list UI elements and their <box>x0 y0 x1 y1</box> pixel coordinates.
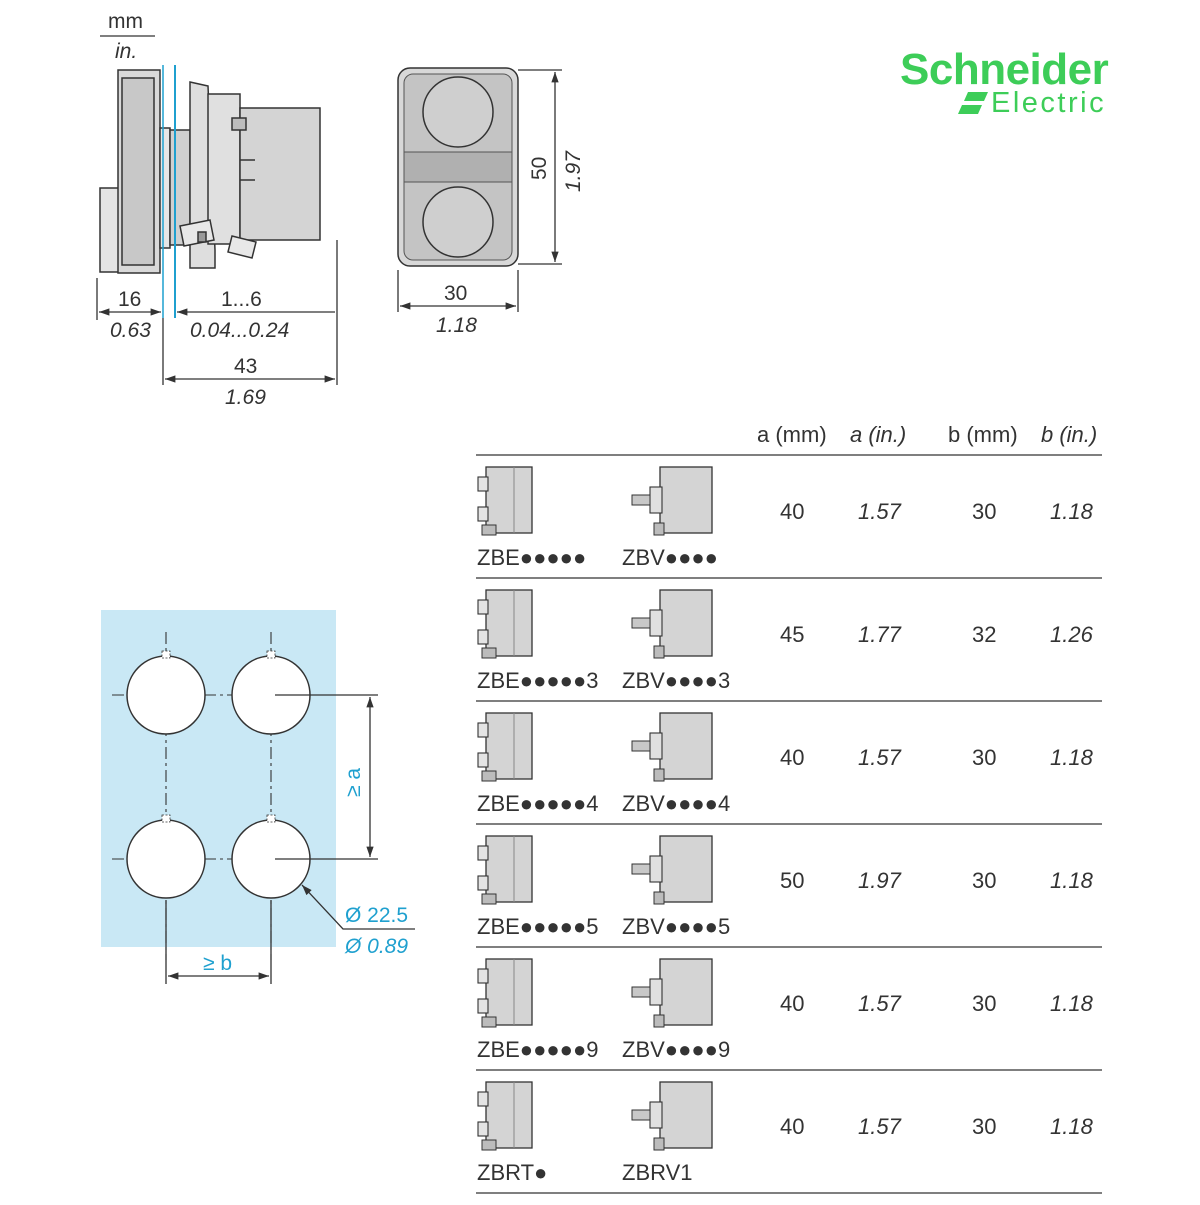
logo-schneider: Schneider <box>900 45 1109 94</box>
contact-block-image <box>477 466 533 536</box>
reference-left: ZBRT● <box>477 1160 547 1185</box>
cell-a-mm: 40 <box>780 745 804 770</box>
header-a-mm: a (mm) <box>757 422 827 447</box>
cell-b-mm: 30 <box>972 991 996 1016</box>
cell-b-mm: 32 <box>972 622 996 647</box>
reference-right: ZBRV1 <box>622 1160 693 1185</box>
cell-b-mm: 30 <box>972 1114 996 1139</box>
table-row: ZBRT● ZBRV1 40 1.57 30 1.18 <box>477 1081 1094 1185</box>
side-view-drawing <box>99 65 321 318</box>
reference-right: ZBV●●●●9 <box>622 1037 730 1062</box>
units-legend: mm in. <box>100 10 155 63</box>
cell-b-in: 1.18 <box>1050 991 1094 1016</box>
cell-b-mm: 30 <box>972 745 996 770</box>
unit-in: in. <box>115 40 137 63</box>
contact-block-image <box>631 958 713 1028</box>
dim-panel-mm: 1...6 <box>221 288 262 311</box>
contact-block-image <box>631 466 713 536</box>
contact-block-image <box>631 712 713 782</box>
reference-left: ZBE●●●●● <box>477 545 586 570</box>
reference-right: ZBV●●●● <box>622 545 718 570</box>
panel-cutout-dimensions <box>165 694 415 984</box>
dim-panel-in: 0.04...0.24 <box>190 319 289 342</box>
dim-front-mm: 16 <box>118 288 141 311</box>
cell-b-mm: 30 <box>972 499 996 524</box>
table-row: ZBE●●●●●3 ZBV●●●●3 45 1.77 32 1.26 <box>477 589 1094 693</box>
contact-block-image <box>477 835 533 905</box>
cell-b-mm: 30 <box>972 868 996 893</box>
table-row: ZBE●●●●● ZBV●●●● 40 1.57 30 1.18 <box>477 466 1094 570</box>
contact-block-image <box>477 712 533 782</box>
dim-total-mm: 43 <box>234 355 257 378</box>
reference-left: ZBE●●●●●5 <box>477 914 598 939</box>
header-a-in: a (in.) <box>850 422 906 447</box>
table-row: ZBE●●●●●9 ZBV●●●●9 40 1.57 30 1.18 <box>477 958 1094 1062</box>
logo-electric: Electric <box>991 87 1106 119</box>
side-view-dimensions <box>96 240 338 385</box>
spacing-b-label: ≥ b <box>203 952 232 975</box>
cell-a-mm: 40 <box>780 1114 804 1139</box>
cell-a-in: 1.77 <box>858 622 902 647</box>
table-header: a (mm) a (in.) b (mm) b (in.) <box>757 422 1097 447</box>
reference-left: ZBE●●●●●3 <box>477 668 598 693</box>
front-view-dimensions <box>397 69 562 312</box>
spacing-a-label: ≥ a <box>342 768 365 797</box>
cell-a-in: 1.97 <box>858 868 902 893</box>
header-b-mm: b (mm) <box>948 422 1018 447</box>
reference-left: ZBE●●●●●4 <box>477 791 598 816</box>
dim-height-mm: 50 <box>528 157 551 180</box>
contact-block-image <box>477 589 533 659</box>
cell-b-in: 1.18 <box>1050 499 1094 524</box>
cell-a-in: 1.57 <box>858 745 902 770</box>
cell-a-mm: 40 <box>780 991 804 1016</box>
cell-a-in: 1.57 <box>858 991 902 1016</box>
cell-b-in: 1.18 <box>1050 1114 1094 1139</box>
header-b-in: b (in.) <box>1041 422 1097 447</box>
dim-total-in: 1.69 <box>225 386 266 409</box>
cell-a-in: 1.57 <box>858 1114 902 1139</box>
contact-block-image <box>631 589 713 659</box>
diameter-mm-label: Ø 22.5 <box>345 904 408 927</box>
cell-a-mm: 40 <box>780 499 804 524</box>
table-row: ZBE●●●●●4 ZBV●●●●4 40 1.57 30 1.18 <box>477 712 1094 816</box>
front-view-drawing <box>397 67 519 267</box>
table-row: ZBE●●●●●5 ZBV●●●●5 50 1.97 30 1.18 <box>477 835 1094 939</box>
cell-b-in: 1.26 <box>1050 622 1094 647</box>
cell-a-in: 1.57 <box>858 499 902 524</box>
panel-cutout-drawing <box>101 610 336 960</box>
dim-height-in: 1.97 <box>562 150 585 192</box>
contact-block-image <box>477 958 533 1028</box>
contact-block-image <box>631 1081 713 1151</box>
dim-front-in: 0.63 <box>110 319 151 342</box>
reference-right: ZBV●●●●3 <box>622 668 730 693</box>
unit-mm: mm <box>108 10 143 33</box>
dim-width-in: 1.18 <box>436 314 477 337</box>
schneider-electric-logo: Schneider Electric <box>900 45 1109 119</box>
cell-a-mm: 50 <box>780 868 804 893</box>
contact-block-image <box>477 1081 533 1151</box>
cell-b-in: 1.18 <box>1050 745 1094 770</box>
reference-right: ZBV●●●●4 <box>622 791 730 816</box>
cell-b-in: 1.18 <box>1050 868 1094 893</box>
dim-width-mm: 30 <box>444 282 467 305</box>
logo-icon <box>958 92 988 114</box>
diameter-in-label: Ø 0.89 <box>344 935 408 958</box>
reference-left: ZBE●●●●●9 <box>477 1037 598 1062</box>
contact-block-image <box>631 835 713 905</box>
cell-a-mm: 45 <box>780 622 804 647</box>
reference-right: ZBV●●●●5 <box>622 914 730 939</box>
